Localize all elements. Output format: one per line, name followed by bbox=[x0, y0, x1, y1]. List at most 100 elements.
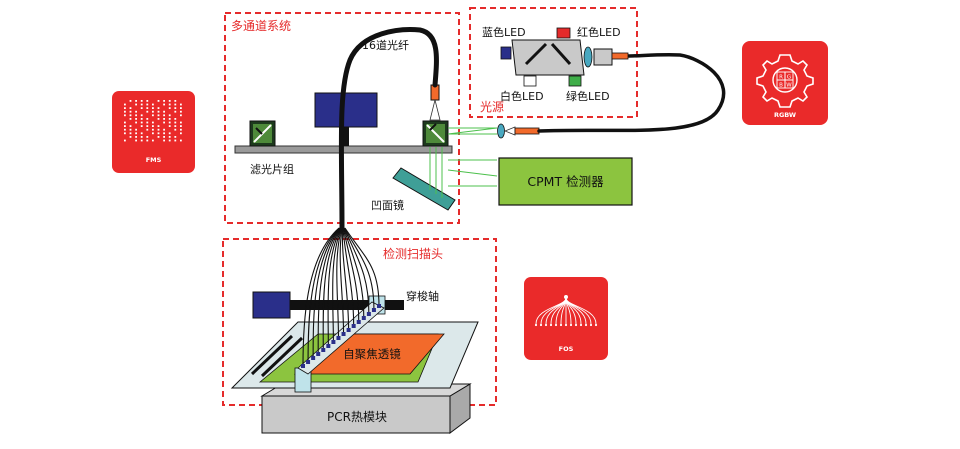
green-led bbox=[568, 75, 582, 87]
concave-mirror-label: 凹面镜 bbox=[371, 198, 404, 212]
fiber-strand bbox=[343, 227, 370, 315]
fms-dot bbox=[129, 128, 132, 131]
fms-dot bbox=[135, 121, 137, 124]
fos-fiber-tip bbox=[594, 323, 598, 327]
detection-head-label: 检测扫描头 bbox=[383, 246, 443, 261]
fms-dot bbox=[124, 103, 126, 106]
fos-fiber-tip bbox=[554, 323, 558, 327]
fiber-strand bbox=[302, 227, 340, 367]
fos-fiber-tip bbox=[539, 323, 543, 327]
optical-unit-stand bbox=[339, 127, 349, 146]
fms-dot bbox=[124, 128, 126, 131]
fms-dot bbox=[180, 132, 182, 135]
fms-dot bbox=[157, 136, 160, 138]
multichannel-system-label: 多通道系统 bbox=[231, 19, 291, 33]
fms-dot bbox=[129, 125, 132, 127]
fiber-strand bbox=[341, 227, 350, 331]
fiber-strand bbox=[317, 227, 341, 355]
light-source-label: 光源 bbox=[480, 100, 504, 114]
fms-dot bbox=[174, 110, 177, 113]
fiber-tip bbox=[356, 320, 361, 324]
rgbw-grid: R G B W bbox=[776, 71, 794, 89]
rgbw-badge-label: RGBW bbox=[774, 111, 796, 119]
fiber-fan-icon bbox=[534, 295, 598, 327]
fms-dot bbox=[168, 100, 171, 102]
blue-led-label: 蓝色LED bbox=[482, 25, 526, 39]
fms-dot bbox=[146, 128, 149, 131]
fms-dot bbox=[168, 118, 171, 120]
rgbw-grid-w: W bbox=[786, 83, 792, 89]
red-led bbox=[556, 27, 571, 39]
shuttle-motor bbox=[252, 291, 291, 319]
fiber-tip bbox=[331, 340, 336, 344]
fos-fiber-tip bbox=[579, 323, 583, 327]
fiber-strand bbox=[327, 227, 342, 347]
fms-dot bbox=[146, 100, 149, 102]
fiber-tip bbox=[377, 304, 381, 308]
fms-dot bbox=[135, 132, 137, 135]
fms-dot bbox=[174, 107, 177, 109]
coupling-lens bbox=[497, 123, 505, 139]
fms-dot bbox=[174, 128, 177, 131]
fms-dot bbox=[129, 100, 132, 102]
fiber-tip bbox=[341, 332, 346, 336]
rgbw-grid-b: B bbox=[779, 83, 783, 89]
optical-unit bbox=[314, 92, 378, 128]
fms-dot bbox=[146, 139, 149, 142]
pcr-thermal-module bbox=[260, 383, 472, 434]
fms-dot bbox=[129, 118, 132, 120]
fms-dot bbox=[152, 132, 154, 135]
white-led bbox=[523, 75, 537, 87]
fos-badge: FOS bbox=[524, 277, 608, 360]
fms-dot bbox=[129, 114, 132, 117]
fms-dot bbox=[124, 110, 126, 113]
fms-dot bbox=[168, 139, 171, 142]
fms-dot bbox=[135, 100, 137, 102]
cpmt-detector bbox=[498, 157, 633, 206]
fms-dot bbox=[168, 114, 171, 117]
fms-dot bbox=[157, 114, 160, 117]
fms-dot bbox=[163, 121, 165, 124]
fms-dot bbox=[152, 103, 154, 106]
fos-fiber-tip bbox=[584, 323, 588, 327]
fos-fiber-hub bbox=[564, 295, 568, 299]
shuttle-axis-label: 穿梭轴 bbox=[406, 289, 439, 303]
fms-dot bbox=[146, 110, 149, 113]
fms-dot bbox=[129, 136, 132, 138]
fms-dot bbox=[157, 100, 160, 102]
fms-dot-matrix-icon bbox=[124, 100, 182, 142]
fiber-strand bbox=[344, 227, 380, 307]
fiber-16-channel bbox=[338, 27, 439, 231]
fms-dot bbox=[157, 107, 160, 109]
fos-fiber-tip bbox=[544, 323, 548, 327]
fms-dot bbox=[146, 125, 149, 127]
blue-led bbox=[500, 46, 512, 60]
fiber-tip bbox=[371, 308, 376, 312]
fms-badge-label: FMS bbox=[146, 156, 162, 164]
fms-dot bbox=[168, 136, 171, 138]
fos-fiber-tip bbox=[569, 323, 573, 327]
fms-dot bbox=[146, 103, 149, 106]
fms-dot bbox=[168, 132, 171, 135]
fms-dot bbox=[180, 121, 182, 124]
fos-fiber-tip bbox=[564, 323, 568, 327]
fms-dot bbox=[124, 139, 126, 142]
fms-dot bbox=[163, 100, 165, 102]
fms-dot bbox=[152, 125, 154, 127]
fms-dot bbox=[152, 114, 154, 117]
autofocus-lens-label: 自聚焦透镜 bbox=[343, 347, 401, 361]
light-source-assembly bbox=[511, 39, 629, 76]
fms-dot bbox=[129, 132, 132, 135]
filter-cube-left bbox=[249, 120, 276, 147]
fms-dot bbox=[124, 121, 126, 124]
fms-dot bbox=[140, 114, 143, 117]
fiber-tip bbox=[346, 328, 351, 332]
fms-dot bbox=[174, 103, 177, 106]
fms-dot bbox=[174, 100, 177, 102]
pcr-module-label: PCR热模块 bbox=[327, 410, 387, 424]
fms-dot bbox=[168, 121, 171, 124]
fms-dot bbox=[163, 118, 165, 120]
fms-dot bbox=[140, 121, 143, 124]
coupling-cone bbox=[503, 126, 516, 136]
fms-dot bbox=[152, 128, 154, 131]
